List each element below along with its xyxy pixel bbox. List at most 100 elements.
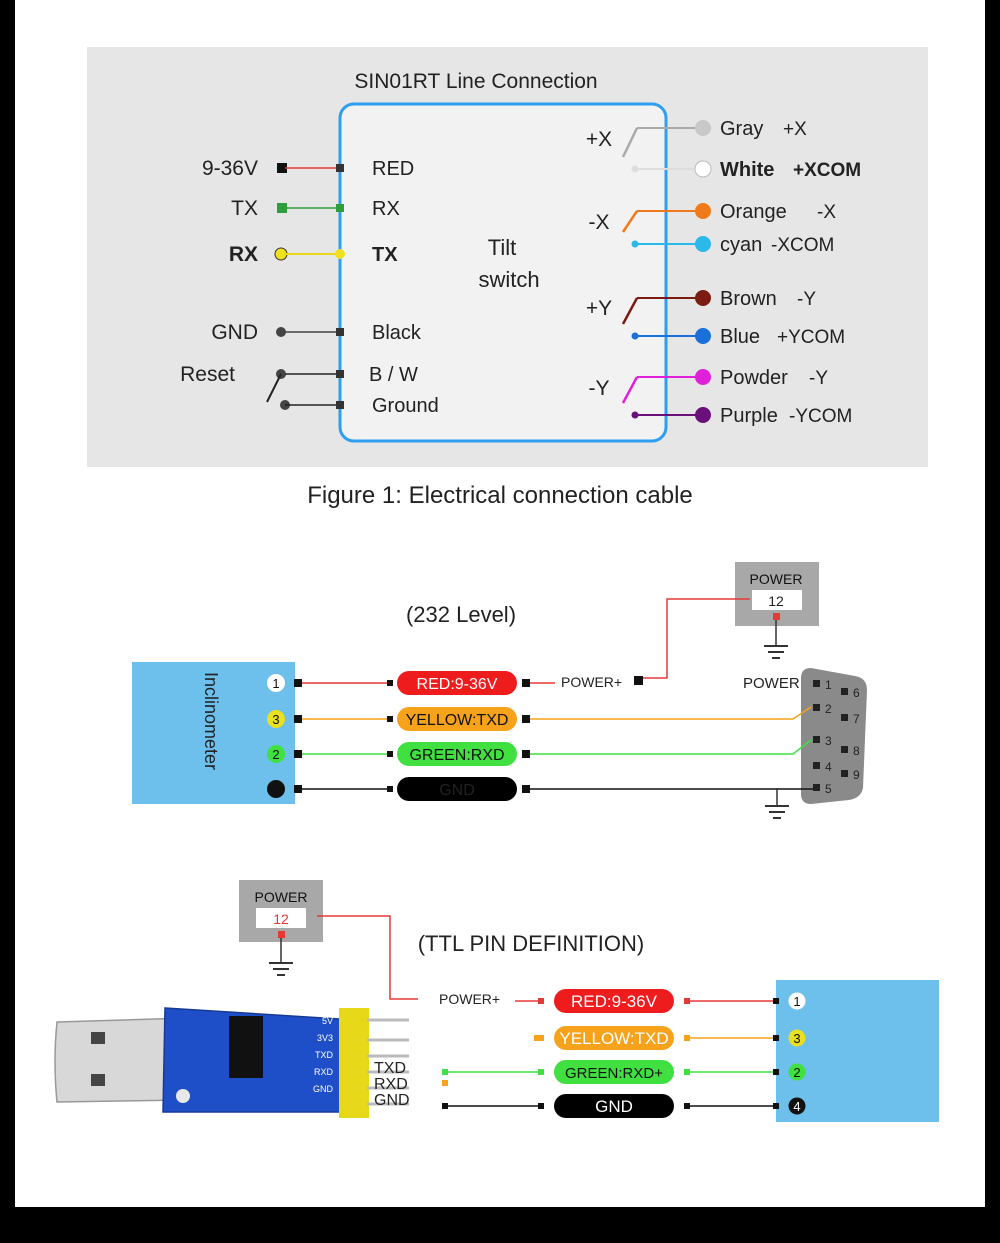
pcb-mount-hole xyxy=(176,1089,190,1103)
switch-lever-1 xyxy=(621,210,639,233)
usb-label-1: RXD xyxy=(374,1076,408,1093)
usb-label-2: GND xyxy=(374,1092,410,1109)
db9-pin-label-6: 6 xyxy=(853,686,860,700)
right-color-name-0: Gray xyxy=(720,118,763,140)
rs232-pin-3 xyxy=(267,780,285,798)
rs232-cable-0 xyxy=(397,671,517,695)
rs232-cable-end-0 xyxy=(387,680,393,686)
right-wire-dot-4 xyxy=(695,290,711,306)
right-wire-dot-2 xyxy=(695,203,711,219)
right-color-name-2: Orange xyxy=(720,201,787,223)
right-color-name-5: Blue xyxy=(720,326,760,348)
left-wire-end-3 xyxy=(336,328,344,336)
rs232-title: (232 Level) xyxy=(406,602,516,627)
rs232-power-ground-icon xyxy=(764,645,788,659)
center-label-line2: switch xyxy=(478,267,539,292)
rs232-cable-3 xyxy=(397,777,517,801)
db9-pin-label-9: 9 xyxy=(853,768,860,782)
right-color-name-6: Powder xyxy=(720,367,788,389)
right-signal-2: -X xyxy=(817,202,836,223)
db9-pin-label-8: 8 xyxy=(853,744,860,758)
left-outside-label-0: 9-36V xyxy=(202,157,258,180)
figure1-caption: Figure 1: Electrical connection cable xyxy=(307,482,693,509)
left-terminal-3 xyxy=(276,327,286,337)
ttl-device-terminal-1 xyxy=(773,1035,779,1041)
ttl-pin-label-0: 1 xyxy=(793,994,800,1009)
switch-label-0: +X xyxy=(586,128,612,151)
tilt-switches: +X-X+Y-Y xyxy=(586,127,639,404)
right-signal-6: -Y xyxy=(809,368,828,389)
right-wire-dot-6 xyxy=(695,369,711,385)
rs232-power-plus-label: POWER+ xyxy=(561,674,622,690)
right-wire-dot-3 xyxy=(695,236,711,252)
rs232-power-plus-terminal xyxy=(634,676,643,685)
rs232-cable-end-1 xyxy=(387,716,393,722)
ttl-cable-1 xyxy=(554,1026,674,1050)
switch-lever-3 xyxy=(621,376,639,404)
db9-pin-label-5: 5 xyxy=(825,782,832,796)
left-outside-label-1: TX xyxy=(231,197,258,220)
right-color-name-7: Purple xyxy=(720,405,778,427)
ttl-power-box-label: POWER xyxy=(255,889,308,905)
left-wire-end-5 xyxy=(336,401,344,409)
rs232-cable-label-3: GND xyxy=(439,782,475,799)
ttl-cable-left-end-1 xyxy=(538,1035,544,1041)
left-inside-label-2: TX xyxy=(372,244,398,266)
db9-pin-7 xyxy=(841,714,848,721)
rs232-cable-label-1: YELLOW:TXD xyxy=(406,712,509,729)
db9-pin-4 xyxy=(813,762,820,769)
ttl-pin-label-1: 3 xyxy=(793,1031,800,1046)
ttl-cable-left-end-0 xyxy=(538,998,544,1004)
switch-label-1: -X xyxy=(589,211,610,234)
db9-pin-1 xyxy=(813,680,820,687)
ttl-pin-3 xyxy=(788,1097,806,1115)
switch-lever-0 xyxy=(621,127,639,158)
switch-lever-2 xyxy=(621,297,639,325)
ttl-cable-left-end-3 xyxy=(538,1103,544,1109)
ttl-pin-label-3: 4 xyxy=(793,1099,800,1114)
rs232-pin-2 xyxy=(267,745,285,763)
rs232-pin-label-0: 1 xyxy=(272,676,279,691)
rs232-pin-1 xyxy=(267,710,285,728)
db9-power-label: POWER xyxy=(743,675,800,692)
rs232-right-terminal-3 xyxy=(522,785,530,793)
right-signal-3: -XCOM xyxy=(771,235,834,256)
ttl-cable-0 xyxy=(554,989,674,1013)
right-signal-1: +XCOM xyxy=(793,160,861,181)
board-pin-label-0: 5V xyxy=(322,1016,333,1026)
rs232-power-terminal xyxy=(773,613,780,620)
rs232-right-terminal-1 xyxy=(522,715,530,723)
right-wire-start-3 xyxy=(631,240,639,248)
left-terminal-1 xyxy=(277,203,287,213)
db9-pin-8 xyxy=(841,746,848,753)
right-wire-dot-7 xyxy=(695,407,711,423)
db9-pin-5 xyxy=(813,784,820,791)
left-inside-label-1: RX xyxy=(372,198,400,220)
rs232-right-terminal-0 xyxy=(522,679,530,687)
board-pin-label-3: RXD xyxy=(314,1067,334,1077)
ttl-power-box-value: 12 xyxy=(273,911,289,927)
rs232-ground-icon xyxy=(765,788,789,819)
pcb-chip xyxy=(229,1016,263,1078)
page: SIN01RT Line Connection Tilt switch 9-36… xyxy=(15,0,985,1207)
db9-pin-9 xyxy=(841,770,848,777)
usb-plug xyxy=(54,1017,188,1103)
right-wire-start-7 xyxy=(631,411,639,419)
db9-pin-label-3: 3 xyxy=(825,734,832,748)
rs232-cable-1 xyxy=(397,707,517,731)
right-wire-start-5 xyxy=(631,332,639,340)
right-color-name-4: Brown xyxy=(720,288,777,310)
db9-connector xyxy=(801,668,867,804)
rs232-left-terminal-0 xyxy=(294,679,302,687)
ttl-title: (TTL PIN DEFINITION) xyxy=(418,931,645,956)
db9-pin-3 xyxy=(813,736,820,743)
ttl-cable-3 xyxy=(554,1094,674,1118)
right-wire-dot-5 xyxy=(695,328,711,344)
right-signal-4: -Y xyxy=(797,289,816,310)
ttl-cable-label-3: GND xyxy=(595,1097,633,1116)
